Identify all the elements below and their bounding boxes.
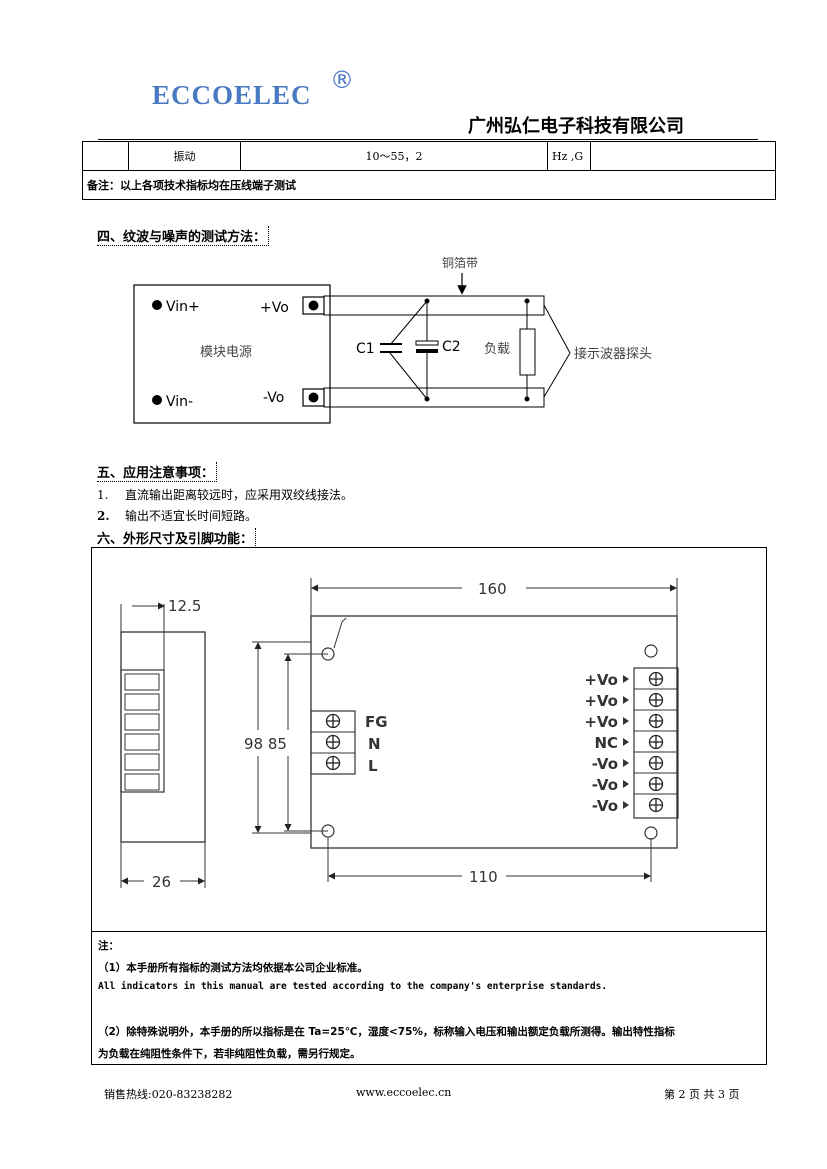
probe-label: 接示波器探头 bbox=[574, 346, 652, 362]
screw-icon bbox=[648, 671, 664, 687]
note-line-1: （1）本手册所有指标的测试方法均依据本公司企业标准。 bbox=[98, 962, 368, 974]
c2-plate bbox=[415, 340, 439, 346]
dimension-frame bbox=[91, 547, 767, 1065]
pin-label-out: -Vo bbox=[592, 776, 618, 794]
pin-label-out: +Vo bbox=[584, 692, 618, 710]
mount-hole bbox=[321, 647, 335, 661]
mount-hole bbox=[644, 644, 658, 658]
dim-height: 98 85 bbox=[244, 735, 287, 753]
table-note-row: 备注：以上各项技术指标均在压线端子测试 bbox=[82, 170, 776, 200]
screw-icon bbox=[648, 734, 664, 750]
note-line-2a: （2）除特殊说明外，本手册的所以指标是在 Ta=25℃，湿度<75%，标称输入电… bbox=[98, 1026, 675, 1038]
c2-label: C2 bbox=[442, 339, 461, 355]
pin-label-out: +Vo bbox=[584, 671, 618, 689]
pin-label-out: -Vo bbox=[592, 755, 618, 773]
list-item: 1. 直流输出距离较远时，应采用双绞线接法。 bbox=[97, 486, 353, 503]
table-cell-value: 10～55，2 bbox=[240, 141, 548, 171]
side-view-body bbox=[120, 631, 206, 843]
outline-drawing: 12.5 26 160 98 85 110 FG N L bbox=[120, 578, 679, 891]
pin-label-n: N bbox=[368, 735, 381, 753]
spec-table: 振动 10～55，2 Hz ,G 备注：以上各项技术指标均在压线端子测试 bbox=[82, 141, 776, 200]
pin-label-out: +Vo bbox=[584, 713, 618, 731]
list-item-text: 输出不适宜长时间短路。 bbox=[125, 509, 258, 523]
note-line-1-en: All indicators in this manual are tested… bbox=[98, 981, 608, 992]
section-4-title: 四、纹波与噪声的测试方法： bbox=[97, 226, 270, 246]
c1-wires bbox=[389, 300, 428, 400]
side-view-terminal-block bbox=[120, 669, 165, 793]
copper-tape-label: 铜箔带 bbox=[442, 255, 478, 270]
vin-minus-label: Vin- bbox=[166, 394, 193, 410]
notes-heading: 注： bbox=[98, 940, 119, 952]
module-box bbox=[133, 284, 331, 424]
list-item: 2. 输出不适宜长时间短路。 bbox=[97, 507, 257, 524]
terminal-plus-dot bbox=[308, 300, 319, 311]
company-logo: ECCOELEC bbox=[152, 80, 312, 110]
screw-icon bbox=[648, 755, 664, 771]
screw-icon bbox=[648, 692, 664, 708]
registered-mark: ® bbox=[330, 66, 354, 94]
dim-width: 160 bbox=[478, 580, 507, 598]
pin-label-out: NC bbox=[594, 734, 618, 752]
header-rule bbox=[98, 139, 758, 140]
table-note: 备注：以上各项技术指标均在压线端子测试 bbox=[82, 170, 776, 200]
vo-plus-label: +Vo bbox=[260, 300, 289, 316]
table-cell-unit: Hz ,G bbox=[547, 141, 591, 171]
screw-icon bbox=[648, 776, 664, 792]
pin-label-l: L bbox=[368, 757, 378, 775]
input-terminal-block bbox=[310, 710, 356, 775]
vin-plus-dot bbox=[152, 300, 162, 310]
mount-hole bbox=[644, 826, 658, 840]
copper-strip-bottom bbox=[323, 387, 545, 408]
load-resistor bbox=[519, 328, 536, 376]
list-item-text: 直流输出距离较远时，应采用双绞线接法。 bbox=[125, 488, 354, 502]
pin-label-fg: FG bbox=[365, 713, 388, 731]
leader-line bbox=[333, 617, 347, 649]
module-label: 模块电源 bbox=[200, 345, 252, 360]
section-6-title: 六、外形尺寸及引脚功能： bbox=[97, 528, 257, 548]
table-cell-blank bbox=[82, 141, 129, 171]
vo-minus-label: -Vo bbox=[263, 390, 284, 406]
screw-icon bbox=[648, 713, 664, 729]
screw-icon bbox=[648, 797, 664, 813]
load-label: 负载 bbox=[484, 342, 510, 357]
ripple-test-diagram: 铜箔带 Vin+ Vin- 模块电源 +Vo -Vo C1 C2 负载 接示波器… bbox=[133, 255, 652, 424]
probe-lines bbox=[543, 304, 571, 398]
dim-mount: 110 bbox=[469, 868, 498, 886]
side-view-terminals bbox=[124, 673, 160, 791]
footer-website[interactable]: www.eccoelec.cn bbox=[356, 1086, 452, 1099]
top-view-body bbox=[310, 615, 678, 849]
dim-depth-top: 12.5 bbox=[168, 597, 201, 615]
note-line-2b: 为负载在纯阻性条件下，若非纯阻性负载，需另行规定。 bbox=[98, 1048, 361, 1060]
vin-plus-label: Vin+ bbox=[166, 299, 200, 315]
dim-depth-bottom: 26 bbox=[152, 873, 171, 891]
output-terminal-block bbox=[633, 667, 679, 819]
terminal-minus-dot bbox=[308, 392, 319, 403]
notes-divider bbox=[91, 931, 767, 932]
list-item-number: 1. bbox=[97, 488, 109, 502]
list-item-number: 2. bbox=[97, 509, 110, 523]
footer-hotline: 销售热线:020-83238282 bbox=[104, 1088, 233, 1101]
mount-hole bbox=[321, 824, 335, 838]
table-row: 振动 10～55，2 Hz ,G bbox=[82, 141, 776, 171]
company-name: 广州弘仁电子科技有限公司 bbox=[468, 116, 684, 137]
screw-icon bbox=[325, 755, 341, 771]
section-5-title: 五、应用注意事项： bbox=[97, 462, 218, 482]
screw-icon bbox=[325, 734, 341, 750]
table-cell-item: 振动 bbox=[128, 141, 241, 171]
table-cell-remark bbox=[590, 141, 776, 171]
screw-icon bbox=[325, 713, 341, 729]
footer-page-number: 第 2 页 共 3 页 bbox=[664, 1088, 740, 1101]
c2-plate bbox=[416, 349, 438, 353]
pin-label-out: -Vo bbox=[592, 797, 618, 815]
copper-strip-top bbox=[323, 295, 545, 316]
vin-minus-dot bbox=[152, 395, 162, 405]
c1-label: C1 bbox=[356, 341, 375, 357]
